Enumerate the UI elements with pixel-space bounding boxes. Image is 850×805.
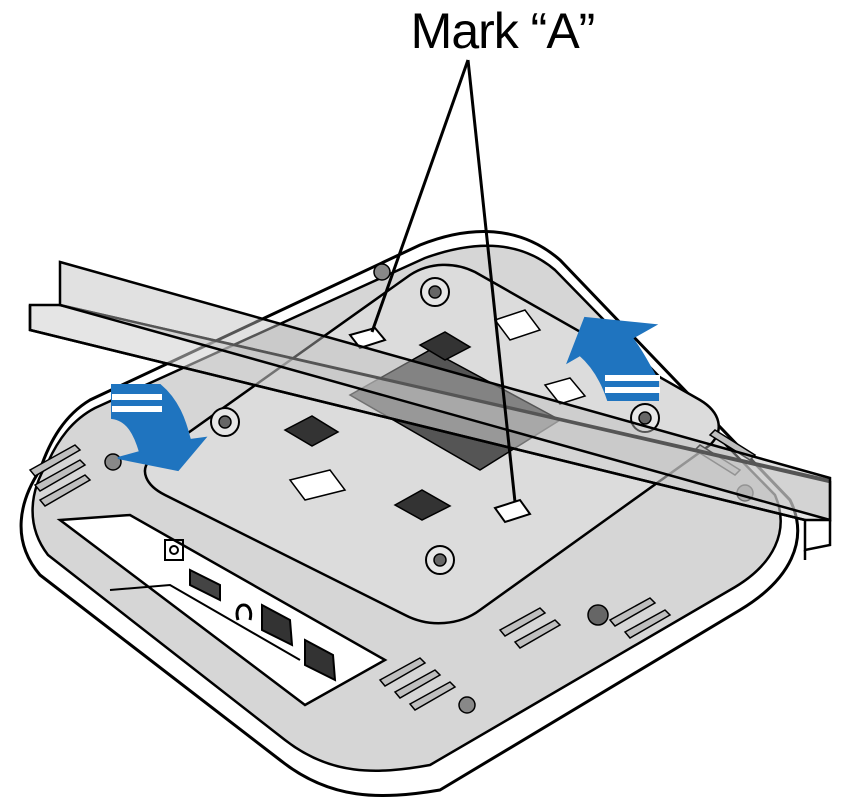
housing-screw-hole (104, 453, 122, 471)
housing-screw-hole (373, 263, 391, 281)
t-rail-bracket (28, 260, 832, 560)
screw-post (420, 277, 450, 307)
reset-icon[interactable] (235, 603, 253, 621)
mark-a-label: Mark “A” (410, 3, 596, 59)
callout-lines (370, 59, 517, 503)
rotate-arrow-right (566, 316, 660, 401)
dc-power-icon (164, 539, 184, 561)
screw-post (425, 545, 455, 575)
housing-screw-hole (458, 696, 476, 714)
port-panel (56, 513, 388, 707)
usb-port-icon[interactable] (189, 568, 221, 602)
mark-a-latch (348, 326, 387, 350)
rotate-arrow-left (111, 384, 208, 472)
screw-post (210, 407, 240, 437)
mark-a-latch (493, 498, 532, 524)
keyhole-slot (587, 604, 609, 626)
ethernet-port-icon[interactable] (261, 603, 294, 647)
ethernet-port-icon[interactable] (304, 638, 337, 682)
